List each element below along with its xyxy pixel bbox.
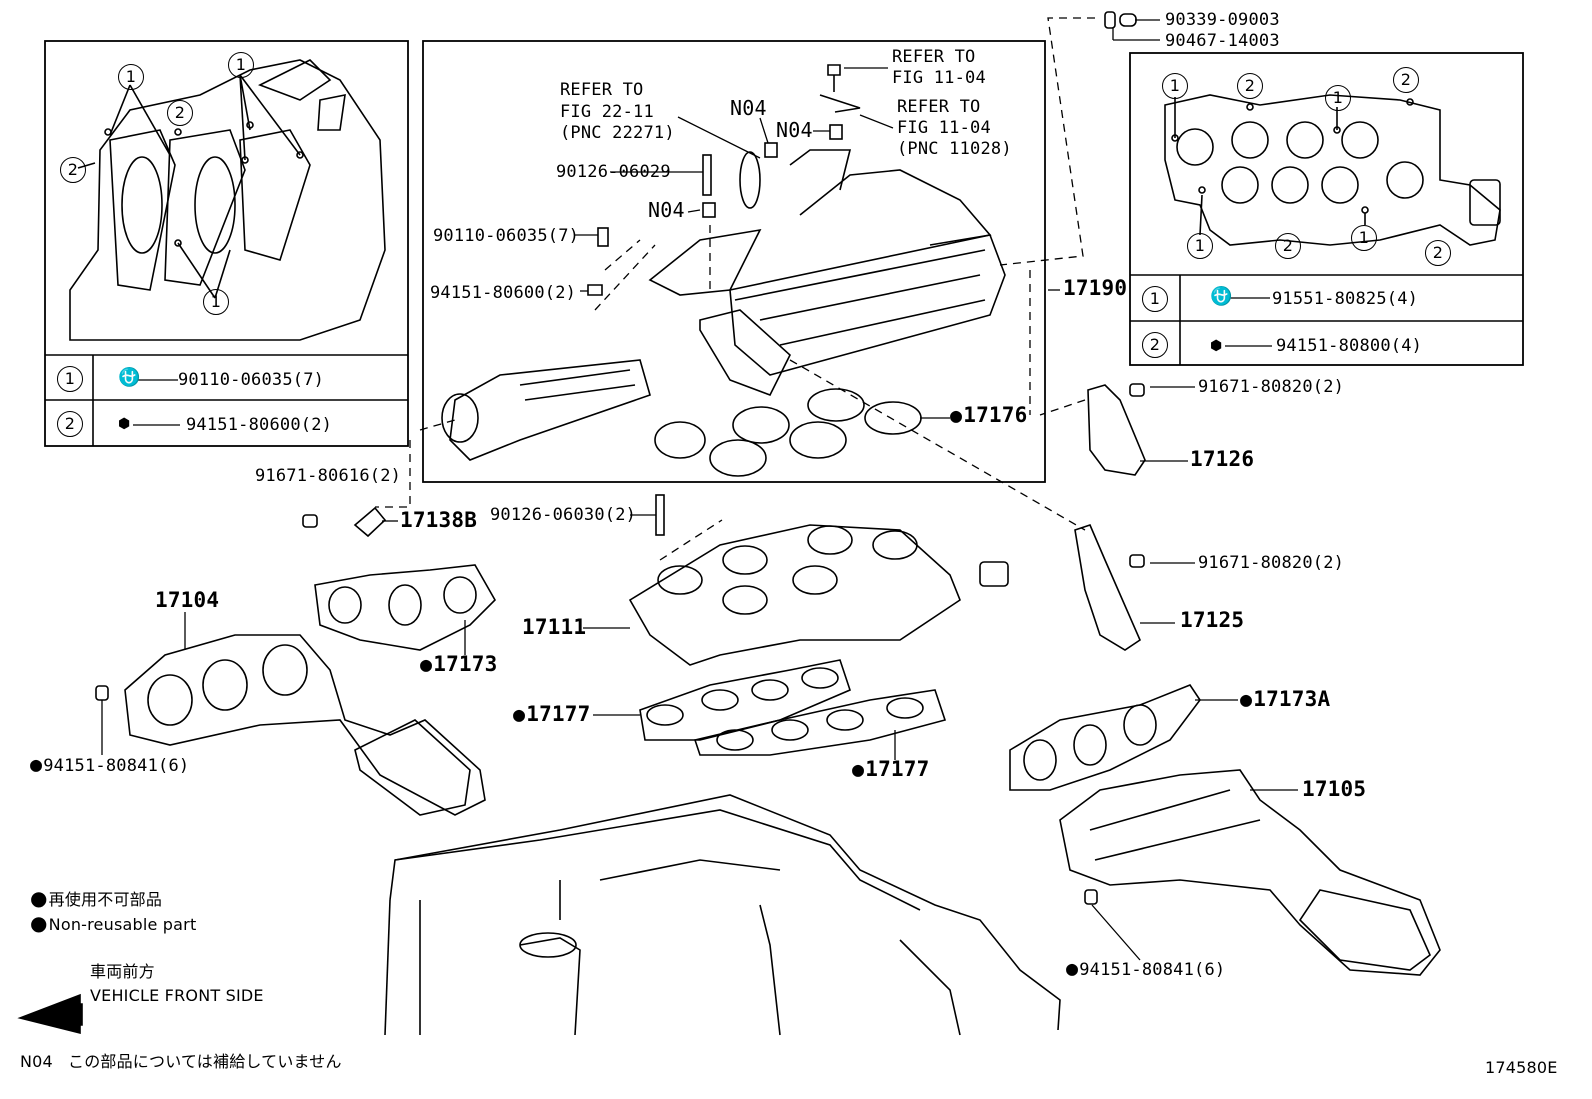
engine-block-drawing [384,794,1061,1036]
left-table-row2-part: 94151-80600(2) [186,415,333,435]
part-number: 17126 [1190,447,1255,471]
marker: 2 [1237,73,1263,99]
leader-lines [101,19,1298,961]
marker: 1 [118,64,144,90]
part-number: 17176 [950,405,1027,426]
lower-intake-drawing [628,494,1009,666]
right-table-row2-part: 94151-80800(4) [1276,336,1423,356]
marker: 1 [1325,85,1351,111]
part-number: 90110-06035(7) [433,226,580,246]
marker: 2 [60,157,86,183]
left-table-row1-number: 1 [57,366,83,392]
part-number: 17111 [522,615,587,639]
gaskets-drawing [314,564,1201,791]
refer-note: REFER TO [560,80,644,100]
part-number: 17173A [1240,689,1330,710]
part-number: 17177 [513,704,590,725]
right-table-row2-number: 2 [1142,332,1168,358]
part-number: 17173 [420,654,497,675]
marker: 2 [167,100,193,126]
part-number: 17138B [400,508,478,532]
part-number: 17177 [852,759,929,780]
n04-label: N04 [776,118,813,142]
marker: 2 [1393,67,1419,93]
part-number: 94151-80841(6) [1066,958,1225,980]
front-label-en: VEHICLE FRONT SIDE [90,986,264,1005]
nut-icon: ⬢ [118,416,131,432]
marker: 2 [1275,233,1301,259]
marker: 1 [1351,225,1377,251]
part-number: 17190 [1063,276,1128,300]
part-number: 90339-09003 [1165,10,1280,30]
legend-en: Non-reusable part [30,913,197,935]
right-inset-manifold-drawing [1164,94,1501,246]
upper-intake-drawing [441,64,1006,477]
brackets-drawing [302,11,1146,651]
marker: 2 [1425,240,1451,266]
part-number: 17125 [1180,608,1245,632]
exhaust-manifolds-drawing [95,634,1441,976]
marker: 1 [1187,233,1213,259]
figure-id: 174580E [1485,1058,1558,1077]
n04-label: N04 [730,96,767,120]
refer-note: FIG 11-04 [897,118,991,138]
right-table-row1-part: 91551-80825(4) [1272,289,1419,309]
part-number: 91671-80820(2) [1198,553,1345,573]
dashed-lines [375,17,1095,561]
part-number: 91671-80820(2) [1198,377,1345,397]
legend-jp: 再使用不可部品 [30,888,162,910]
part-number: 90467-14003 [1165,31,1280,51]
footer-note-text: この部品については補給していません [68,1052,342,1071]
refer-note: REFER TO [897,97,981,117]
part-number: 17104 [155,588,220,612]
left-table-row1-part: 90110-06035(7) [178,370,325,390]
marker: 1 [203,289,229,315]
refer-note: FIG 22-11 [560,102,654,122]
right-table-row1-number: 1 [1142,286,1168,312]
part-number: 94151-80600(2) [430,283,577,303]
n04-label: N04 [648,198,685,222]
part-number: 94151-80841(6) [30,754,189,776]
left-table-row2-number: 2 [57,411,83,437]
refer-note: REFER TO [892,47,976,67]
refer-note: (PNC 11028) [897,139,1012,159]
part-number: 90126-06030(2) [490,505,637,525]
part-number: 90126-06029 [556,162,671,182]
front-arrow [17,993,83,1035]
left-inset-manifold-drawing [69,59,386,341]
bolt-icon: ⛎ [1210,286,1233,307]
part-number: 17105 [1302,777,1367,801]
nut-icon: ⬢ [1210,338,1223,354]
refer-note: FIG 11-04 [892,68,986,88]
footer-note-code: N04 [20,1052,53,1071]
marker: 1 [1162,73,1188,99]
bolt-icon: ⛎ [118,367,141,388]
front-label-jp: 車両前方 [90,962,155,981]
refer-note: (PNC 22271) [560,123,675,143]
marker: 1 [228,52,254,78]
part-number: 91671-80616(2) [255,466,402,486]
